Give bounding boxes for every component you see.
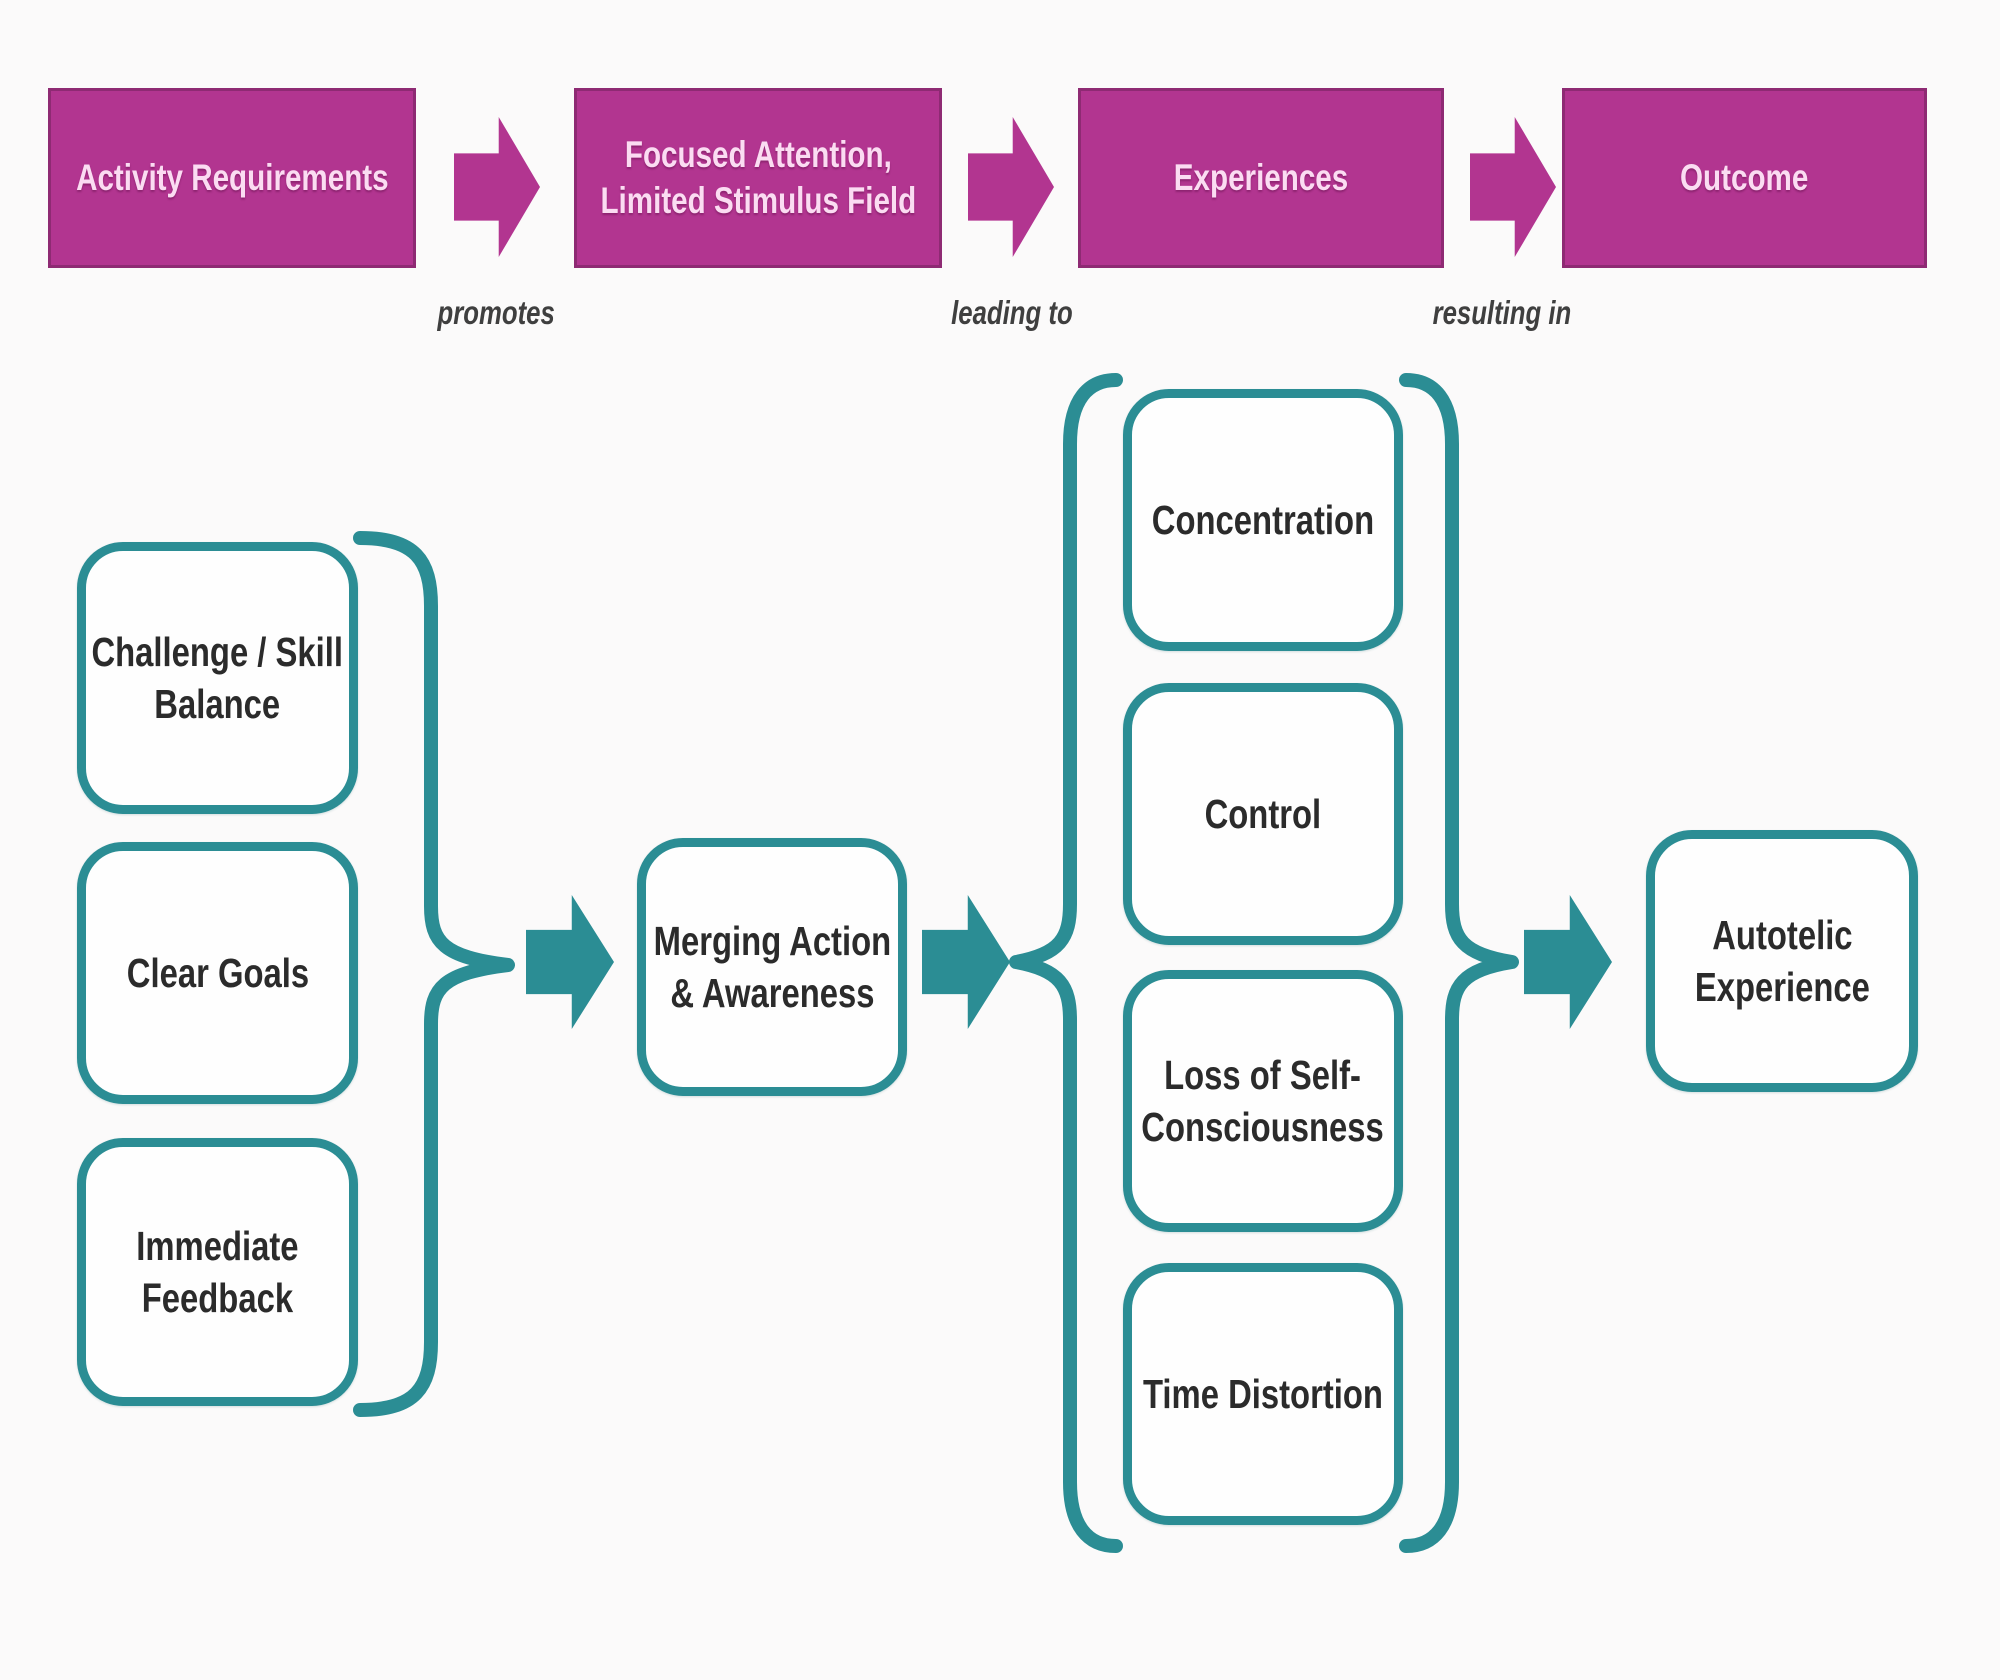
arrow-experiences-to-autotelic-icon [1524, 895, 1612, 1029]
stage-box-focused-attention: Focused Attention, Limited Stimulus Fiel… [574, 88, 942, 268]
node-autotelic-experience: Autotelic Experience [1646, 830, 1918, 1092]
node-time-distortion: Time Distortion [1123, 1263, 1403, 1525]
node-merging-action-awareness: Merging Action & Awareness [637, 838, 907, 1096]
node-challenge-skill-balance: Challenge / Skill Balance [77, 542, 358, 814]
connector-label-promotes: promotes [437, 294, 555, 331]
node-concentration: Concentration [1123, 389, 1403, 651]
stage-box-activity-requirements: Activity Requirements [48, 88, 416, 268]
stage-box-experiences: Experiences [1078, 88, 1444, 268]
arrow-attention-to-experiences-icon [968, 117, 1054, 257]
connector-label-resulting-in: resulting in [1432, 294, 1572, 331]
stage-box-label: Focused Attention, Limited Stimulus Fiel… [600, 133, 916, 221]
requirements-group-brace-icon [353, 531, 515, 1417]
arrow-activity-to-attention-icon [454, 117, 540, 257]
arrow-experiences-to-outcome-icon [1470, 117, 1556, 257]
stage-box-label: Outcome [1680, 156, 1809, 198]
experiences-right-brace-icon [1399, 373, 1519, 1553]
stage-box-label: Experiences [1173, 156, 1349, 198]
stage-box-label: Activity Requirements [75, 156, 389, 198]
node-clear-goals: Clear Goals [77, 842, 358, 1104]
node-loss-of-self-consciousness: Loss of Self- Consciousness [1123, 970, 1403, 1232]
stage-box-outcome: Outcome [1562, 88, 1927, 268]
arrow-merging-to-experiences-icon [922, 895, 1010, 1029]
node-control: Control [1123, 683, 1403, 945]
arrow-requirements-to-merging-icon [526, 895, 614, 1029]
connector-label-leading-to: leading to [951, 294, 1073, 331]
node-immediate-feedback: Immediate Feedback [77, 1138, 358, 1406]
experiences-left-brace-icon [1009, 373, 1123, 1553]
